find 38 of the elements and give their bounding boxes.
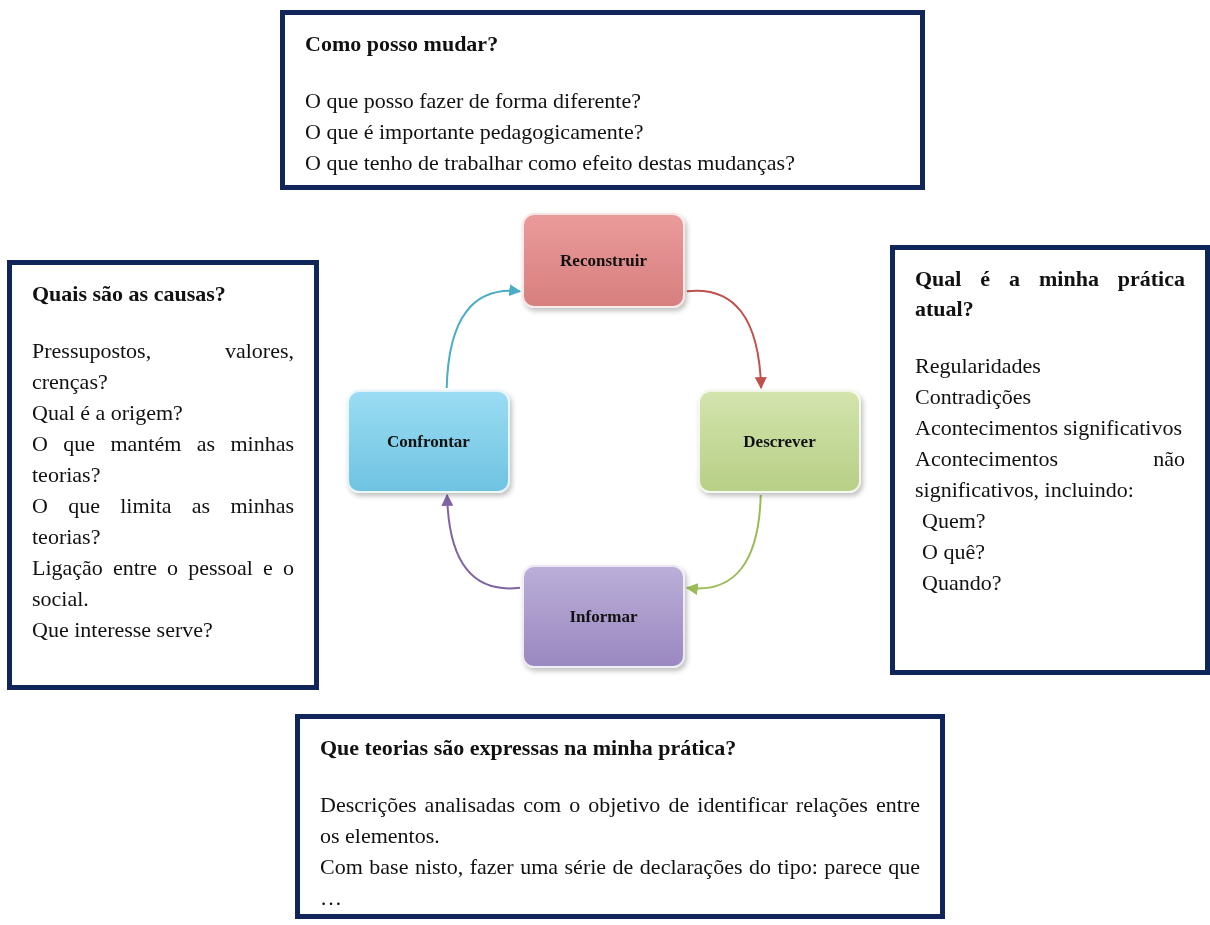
box-heading: Quais são as causas? bbox=[32, 280, 227, 308]
box-text: Qual é a origem? bbox=[32, 399, 184, 427]
process-label: Descrever bbox=[743, 431, 816, 452]
box-text: O que tenho de trabalhar como efeito destas mudanças? bbox=[305, 149, 796, 177]
process-box bbox=[347, 390, 510, 493]
box-text: O que limita as minhas teorias? bbox=[32, 492, 294, 551]
arrow bbox=[686, 289, 767, 390]
process-box bbox=[698, 390, 861, 493]
arrow bbox=[445, 284, 522, 389]
process-label: Confrontar bbox=[387, 431, 470, 452]
box-text: Pressupostos, valores, crenças? bbox=[32, 337, 294, 396]
box-text: Descrições analisadas com o objetivo de identificar relações entre os elementos. bbox=[320, 791, 920, 850]
arrow bbox=[441, 493, 521, 590]
box-text: Quando? bbox=[921, 569, 1003, 597]
process-label: Reconstruir bbox=[560, 250, 647, 271]
box-heading: Como posso mudar? bbox=[305, 30, 500, 58]
text-box bbox=[890, 245, 1210, 675]
arrow bbox=[685, 494, 762, 595]
text-box bbox=[295, 714, 945, 919]
box-text: O quê? bbox=[921, 538, 986, 566]
box-text: O que é importante pedagogicamente? bbox=[305, 118, 645, 146]
box-text: Que interesse serve? bbox=[32, 616, 214, 644]
process-box bbox=[522, 213, 685, 308]
box-text: Acontecimentos não significativos, incluindo: bbox=[915, 445, 1185, 504]
process-label: Informar bbox=[569, 606, 638, 627]
box-heading: Que teorias são expressas na minha prática? bbox=[320, 734, 738, 762]
box-text: Ligação entre o pessoal e o social. bbox=[32, 554, 294, 613]
text-box bbox=[280, 10, 925, 190]
text-box bbox=[7, 260, 319, 690]
box-text: Contradições bbox=[915, 383, 1033, 411]
box-text: Regularidades bbox=[915, 352, 1042, 380]
box-text: Acontecimentos significativos bbox=[915, 414, 1183, 442]
box-text: O que mantém as minhas teorias? bbox=[32, 430, 294, 489]
box-text: O que posso fazer de forma diferente? bbox=[305, 87, 642, 115]
box-text: Com base nisto, fazer uma série de declarações do tipo: parece que … bbox=[320, 853, 920, 912]
box-heading: Qual é a minha prática atual? bbox=[915, 265, 1185, 323]
box-text: Quem? bbox=[921, 507, 987, 535]
process-box bbox=[522, 565, 685, 668]
